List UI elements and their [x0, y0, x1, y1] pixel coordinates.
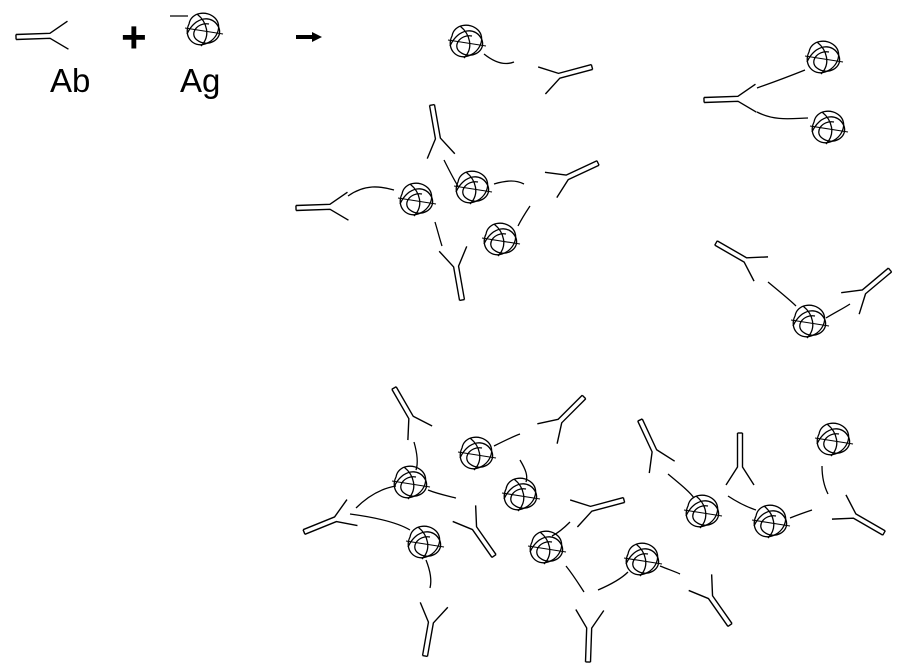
complex-1 [447, 24, 597, 95]
antigen-label: Ag [180, 62, 221, 99]
complex-6 [626, 413, 892, 546]
complex-5 [298, 380, 743, 664]
complex-2 [702, 40, 849, 145]
plus-sign: + [121, 13, 147, 62]
antibody-label: Ab [50, 62, 91, 99]
legend-antigen [170, 12, 224, 47]
complex-3 [294, 101, 605, 304]
reaction-arrow [296, 32, 322, 42]
legend-antibody [14, 20, 70, 52]
complex-4 [708, 230, 900, 339]
